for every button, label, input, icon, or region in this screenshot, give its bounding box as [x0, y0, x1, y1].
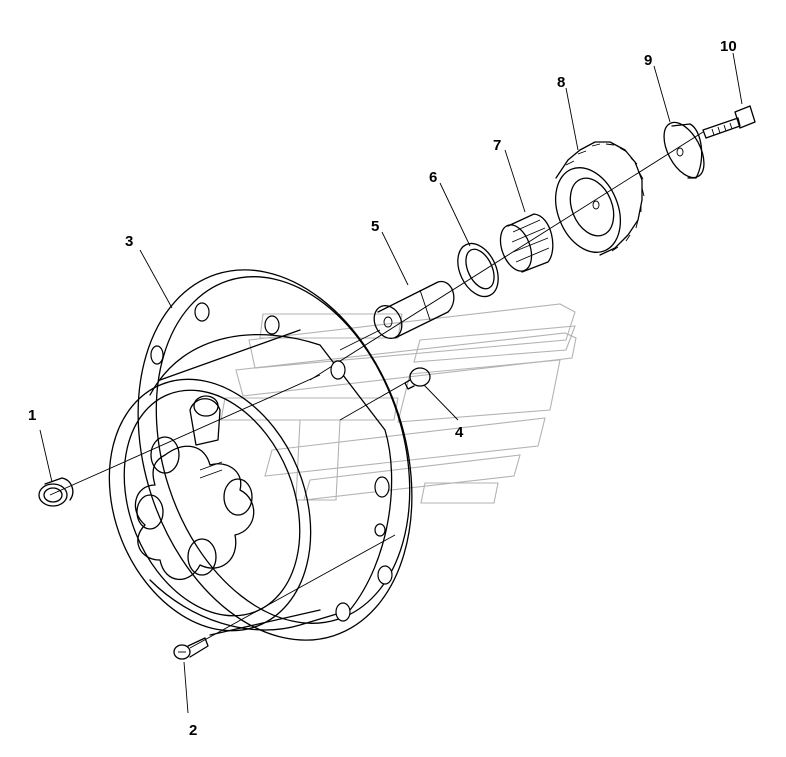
callout-8: 8: [557, 74, 565, 91]
needle-bearing: [499, 213, 554, 273]
callout-labels: 1 2 3 4 5 6 7 8 9 10: [28, 38, 737, 739]
callout-7: 7: [493, 137, 501, 154]
hub-housing: [108, 269, 413, 641]
watermark-logo: [220, 303, 577, 504]
washer: [457, 242, 499, 298]
callout-2: 2: [189, 722, 197, 739]
retaining-plate: [663, 121, 705, 179]
callout-4: 4: [455, 424, 464, 441]
planet-gear: [555, 141, 645, 256]
bolt: [702, 105, 756, 139]
callout-6: 6: [429, 169, 437, 186]
pin: [373, 280, 455, 340]
callout-5: 5: [371, 218, 379, 235]
leader-lines: [39, 52, 743, 714]
callout-3: 3: [125, 233, 133, 250]
callout-9: 9: [644, 52, 652, 69]
bolt-small: [404, 367, 431, 390]
plug: [38, 477, 74, 507]
screw: [173, 637, 209, 660]
callout-1: 1: [28, 407, 36, 424]
explode-axis-lines: [49, 131, 704, 649]
callout-10: 10: [720, 38, 737, 55]
